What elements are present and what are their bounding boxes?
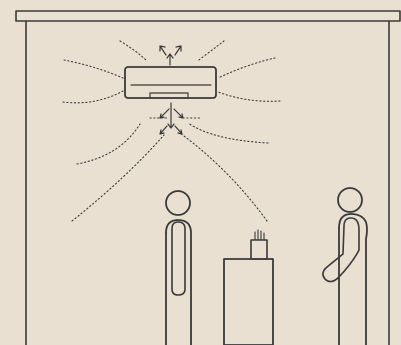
air-conditioner-unit — [125, 67, 216, 98]
person-right — [323, 188, 367, 345]
airflow-upper-right-wide — [218, 58, 275, 78]
arrow-lower-right-bottom — [175, 126, 182, 134]
airflow-lower-right-2 — [180, 133, 267, 221]
arrow-up-center-top — [167, 54, 173, 65]
pencil-cup — [251, 230, 267, 259]
airflow-top-left — [120, 41, 146, 60]
arrow-up-right-top — [175, 46, 181, 55]
side-table — [224, 259, 273, 345]
arrow-lower-center — [168, 103, 174, 128]
room-walls — [16, 11, 400, 345]
arrow-lower-left-bottom — [160, 126, 167, 134]
arrow-up-left-top — [160, 46, 166, 55]
airflow-lower-left-2 — [72, 135, 164, 221]
arrow-lower-right-top — [174, 109, 183, 118]
airflow-upper-left-wide — [64, 60, 123, 78]
airflow-top-right — [199, 41, 224, 60]
airflow-lower-right-1 — [188, 123, 268, 143]
arrow-lower-left-top — [160, 109, 169, 118]
airflow-mid-left — [63, 91, 123, 103]
airflow-mid-right — [218, 92, 280, 101]
airflow-arrows — [160, 46, 183, 134]
airflow-lower-left-1 — [77, 124, 140, 164]
person-left — [166, 191, 191, 345]
